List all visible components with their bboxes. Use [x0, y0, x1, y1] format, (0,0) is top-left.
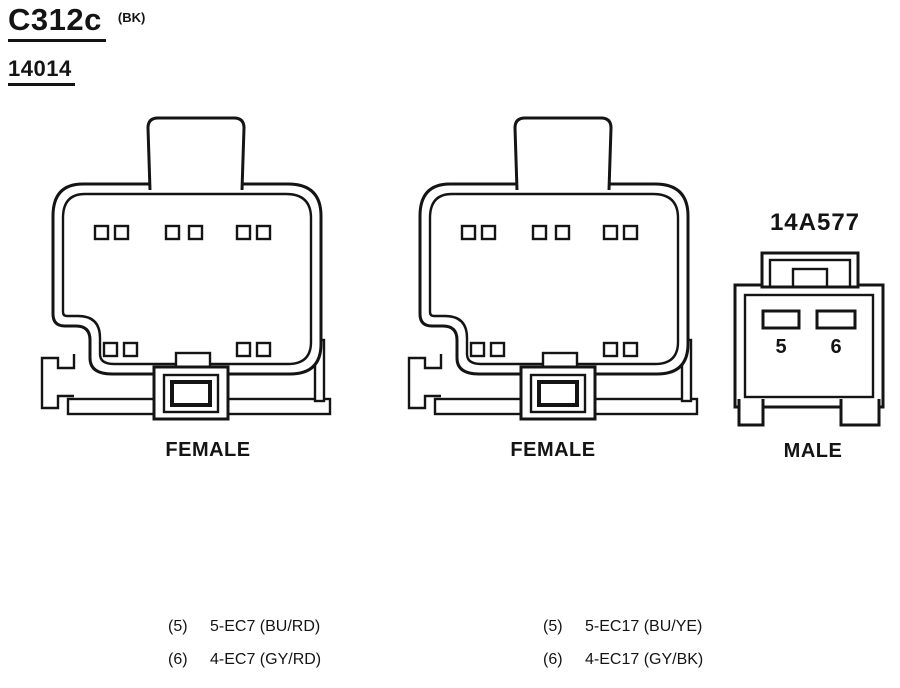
connector-body-outline — [51, 182, 323, 376]
circuit-label: 4-EC17 (GY/BK) — [585, 651, 704, 669]
pin-number-6: 6 — [830, 336, 841, 358]
male-connector-drawing: 5 6 — [733, 251, 885, 427]
male-body-outline — [733, 283, 885, 409]
male-right-leg — [839, 399, 881, 427]
header: C312c (BK) 14014 — [8, 3, 146, 86]
male-connector-part-label: 14A577 — [769, 209, 861, 236]
pin-list-right: (5) 5-EC17 (BU/YE) (6) 4-EC17 (GY/BK) — [543, 617, 703, 669]
female-connector-2-label: FEMALE — [510, 439, 596, 461]
part-number: 14014 — [8, 56, 75, 86]
pin-row: (5) 5-EC7 (BU/RD) — [168, 617, 321, 636]
pin-number: (5) — [543, 618, 563, 635]
pin-cavities-bottom-row — [102, 341, 272, 358]
header-id-row: C312c (BK) — [8, 3, 146, 42]
male-pin-blade-6 — [815, 309, 857, 330]
pin-list-left: (5) 5-EC7 (BU/RD) (6) 4-EC7 (GY/RD) — [168, 617, 321, 669]
bottom-latch — [519, 351, 597, 421]
top-lock-tab-fill — [148, 118, 244, 190]
pin-number-5: 5 — [775, 336, 786, 358]
top-lock-tab — [513, 116, 613, 191]
female-connector-2-drawing — [407, 116, 699, 421]
pin-cavities-top-row — [93, 224, 272, 241]
left-mounting-bracket — [407, 354, 443, 410]
circuit-label: 4-EC7 (GY/RD) — [210, 651, 322, 669]
connector-body-inner-wall — [61, 192, 313, 366]
pin-number: (6) — [543, 651, 563, 669]
male-pin-blade-5 — [761, 309, 801, 330]
circuit-label: 5-EC17 (BU/YE) — [585, 618, 703, 635]
bottom-latch — [152, 351, 230, 421]
pin-number: (5) — [168, 618, 188, 635]
connector-body-inner-wall — [428, 192, 680, 366]
pin-row: (5) 5-EC17 (BU/YE) — [543, 617, 703, 636]
connector-color-code: (BK) — [117, 10, 146, 25]
connector-id: C312c — [8, 3, 106, 42]
pin-number: (6) — [168, 651, 188, 669]
male-left-leg-fill — [739, 399, 763, 425]
pin-row: (6) 4-EC17 (GY/BK) — [543, 650, 703, 669]
left-mounting-bracket — [40, 354, 76, 410]
top-lock-tab-fill — [515, 118, 611, 190]
female-connector-1-label: FEMALE — [165, 439, 251, 461]
connector-body-outline — [418, 182, 690, 376]
male-right-leg-fill — [841, 399, 879, 425]
male-connector-label: MALE — [783, 440, 843, 462]
top-lock-tab — [146, 116, 246, 191]
male-top-tab-notch — [791, 267, 829, 289]
male-body-inner-wall — [743, 293, 875, 399]
pin-cavities-top-row — [460, 224, 639, 241]
female-connector-1-drawing — [40, 116, 332, 421]
male-left-leg — [737, 399, 765, 427]
pin-row: (6) 4-EC7 (GY/RD) — [168, 650, 321, 669]
circuit-label: 5-EC7 (BU/RD) — [210, 618, 321, 635]
pin-cavities-bottom-row — [469, 341, 639, 358]
